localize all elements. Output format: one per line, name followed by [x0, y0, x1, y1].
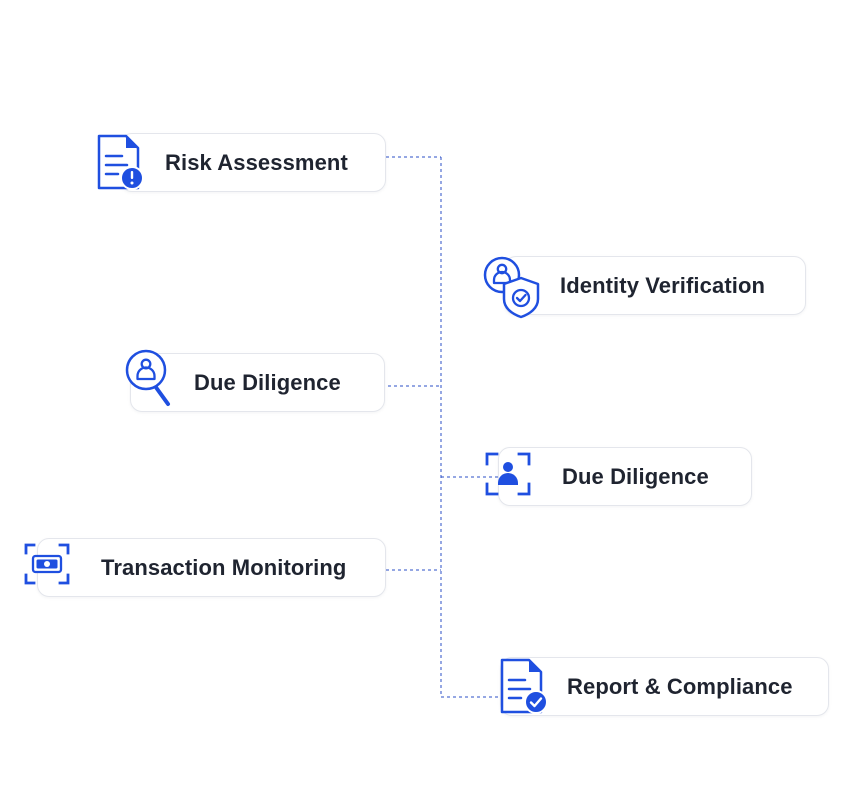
report-compliance-card: Report & Compliance — [500, 657, 829, 716]
transaction-monitoring-card: Transaction Monitoring — [37, 538, 386, 597]
user-scan-frame-icon — [485, 452, 531, 496]
user-shield-icon — [481, 254, 545, 322]
identity-verification-label: Identity Verification — [560, 272, 766, 298]
risk-assessment-card: Risk Assessment — [120, 133, 386, 192]
transaction-monitoring-label: Transaction Monitoring — [101, 554, 347, 580]
identity-verification-card: Identity Verification — [504, 256, 806, 315]
due-diligence-left-label: Due Diligence — [194, 369, 341, 395]
risk-assessment-label: Risk Assessment — [165, 149, 348, 175]
due-diligence-right-label: Due Diligence — [562, 463, 709, 489]
due-diligence-left-card: Due Diligence — [130, 353, 385, 412]
due-diligence-right-card: Due Diligence — [498, 447, 752, 506]
document-alert-icon — [94, 134, 150, 194]
document-check-icon — [497, 658, 553, 718]
cash-scan-frame-icon — [24, 543, 70, 585]
user-search-icon — [124, 348, 176, 408]
report-compliance-label: Report & Compliance — [567, 673, 793, 699]
